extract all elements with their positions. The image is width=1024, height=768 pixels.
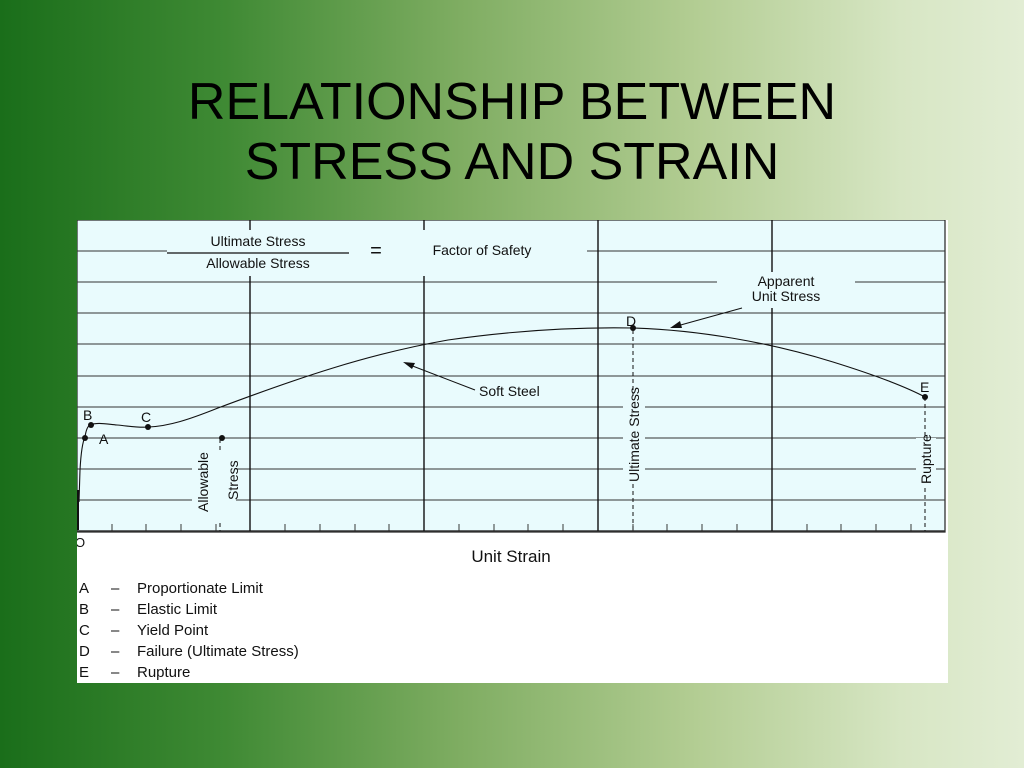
soft-steel-arrowhead bbox=[403, 362, 415, 369]
legend: A – Proportionate Limit B – Elastic Limi… bbox=[79, 580, 299, 681]
legend-item-d: D – Failure (Ultimate Stress) bbox=[79, 643, 299, 660]
point-c-marker bbox=[145, 424, 151, 430]
legend-key-d: D bbox=[79, 643, 90, 660]
formula-numerator: Ultimate Stress bbox=[211, 233, 306, 249]
legend-text-b: Elastic Limit bbox=[137, 601, 218, 618]
ultimate-stress-vertical-label: Ultimate Stress bbox=[626, 387, 642, 482]
legend-dash-b: – bbox=[111, 601, 120, 618]
soft-steel-arrow bbox=[409, 364, 476, 391]
legend-key-a: A bbox=[79, 580, 89, 597]
apparent-arrowhead bbox=[670, 321, 682, 328]
apparent-backdrop bbox=[717, 272, 855, 308]
formula-equals: = bbox=[370, 240, 382, 262]
allowable-label-line-1: Allowable bbox=[195, 452, 211, 512]
legend-dash-e: – bbox=[111, 664, 120, 681]
rupture-label-backdrop bbox=[916, 438, 936, 486]
legend-text-d: Failure (Ultimate Stress) bbox=[137, 643, 299, 660]
allowable-point-marker bbox=[219, 435, 225, 441]
stress-strain-figure: Ultimate Stress Allowable Stress = Facto… bbox=[77, 220, 948, 683]
point-d-label: D bbox=[626, 313, 636, 329]
legend-key-b: B bbox=[79, 601, 89, 618]
legend-text-c: Yield Point bbox=[137, 622, 209, 639]
curve-points bbox=[82, 325, 928, 441]
point-a-label: A bbox=[99, 431, 109, 447]
ultimate-label-backdrop bbox=[623, 396, 645, 482]
legend-text-e: Rupture bbox=[137, 664, 190, 681]
apparent-label-line-1: Apparent bbox=[758, 273, 815, 289]
legend-text-a: Proportionate Limit bbox=[137, 580, 264, 597]
x-axis-ticks bbox=[111, 524, 912, 531]
legend-item-a: A – Proportionate Limit bbox=[79, 580, 264, 597]
stress-strain-diagram: Ultimate Stress Allowable Stress = Facto… bbox=[77, 220, 946, 681]
legend-dash-c: – bbox=[111, 622, 120, 639]
legend-item-e: E – Rupture bbox=[79, 664, 190, 681]
point-d-marker bbox=[630, 325, 636, 331]
point-e-marker bbox=[922, 394, 928, 400]
legend-key-e: E bbox=[79, 664, 89, 681]
point-b-label: B bbox=[83, 407, 92, 423]
legend-dash-d: – bbox=[111, 643, 120, 660]
origin-label: O bbox=[77, 535, 85, 550]
slide-title: RELATIONSHIP BETWEEN STRESS AND STRAIN bbox=[0, 72, 1024, 192]
legend-key-c: C bbox=[79, 622, 90, 639]
point-b-marker bbox=[88, 422, 94, 428]
formula-result: Factor of Safety bbox=[433, 242, 532, 258]
legend-item-b: B – Elastic Limit bbox=[79, 601, 218, 618]
allowable-label-line-2: Stress bbox=[225, 460, 241, 500]
rupture-vertical-label: Rupture bbox=[918, 434, 934, 484]
point-c-label: C bbox=[141, 409, 151, 425]
legend-item-c: C – Yield Point bbox=[79, 622, 209, 639]
allowable-label-backdrop bbox=[192, 450, 236, 520]
apparent-arrow bbox=[676, 307, 743, 327]
point-e-label: E bbox=[920, 379, 929, 395]
slide-title-line-1: RELATIONSHIP BETWEEN bbox=[187, 73, 837, 131]
formula-denominator: Allowable Stress bbox=[206, 255, 310, 271]
apparent-label-line-2: Unit Stress bbox=[752, 288, 820, 304]
legend-dash-a: – bbox=[111, 580, 120, 597]
slide-title-line-2: STRESS AND STRAIN bbox=[244, 133, 780, 191]
x-axis-label: Unit Strain bbox=[471, 547, 550, 566]
point-a-marker bbox=[82, 435, 88, 441]
soft-steel-label: Soft Steel bbox=[479, 383, 540, 399]
